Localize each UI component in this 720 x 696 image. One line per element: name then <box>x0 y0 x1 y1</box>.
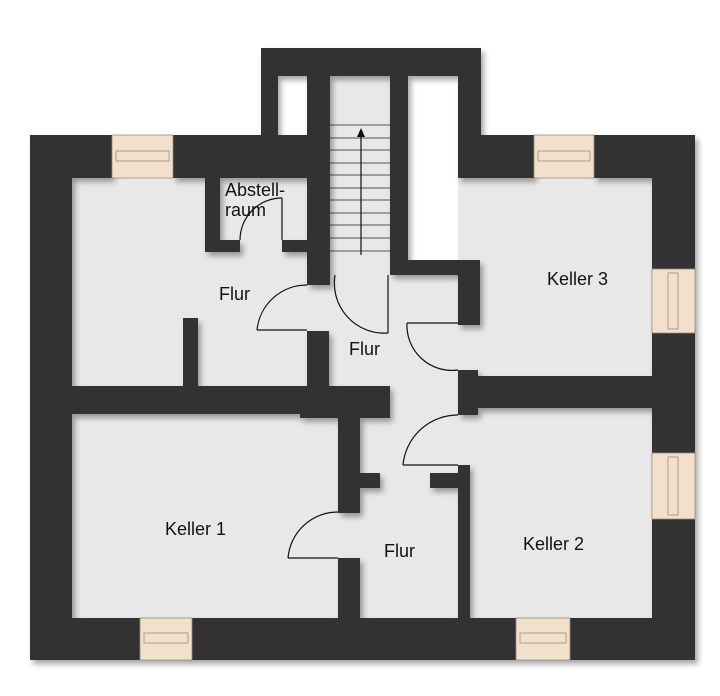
label-flur-nw: Flur <box>219 284 250 304</box>
staircase <box>330 124 390 252</box>
label-keller1: Keller 1 <box>165 519 227 539</box>
door-keller3 <box>406 322 459 372</box>
windows <box>111 134 696 661</box>
window-bottom-right <box>515 617 571 661</box>
arrow-up-icon <box>357 128 365 255</box>
window-right-upper <box>651 268 696 334</box>
door-flur-nw <box>256 284 308 331</box>
door-abstellraum <box>239 197 283 241</box>
window-top-right <box>533 134 595 179</box>
label-flur-center: Flur <box>349 339 380 359</box>
door-keller1 <box>287 511 339 559</box>
label-keller3: Keller 3 <box>547 269 609 289</box>
label-abstellraum-line1: Abstell- <box>225 180 286 200</box>
doors <box>239 197 459 559</box>
window-bottom-left <box>139 617 193 661</box>
label-flur-south: Flur <box>384 541 415 561</box>
door-stair <box>333 274 389 334</box>
door-keller2-upper <box>402 414 459 466</box>
window-right-lower <box>651 452 696 520</box>
label-abstellraum: Abstell- raum <box>225 180 285 220</box>
window-top-left <box>111 134 174 179</box>
shafts <box>278 75 458 260</box>
label-abstellraum-line2: raum <box>225 200 267 220</box>
label-keller2: Keller 2 <box>523 534 585 554</box>
